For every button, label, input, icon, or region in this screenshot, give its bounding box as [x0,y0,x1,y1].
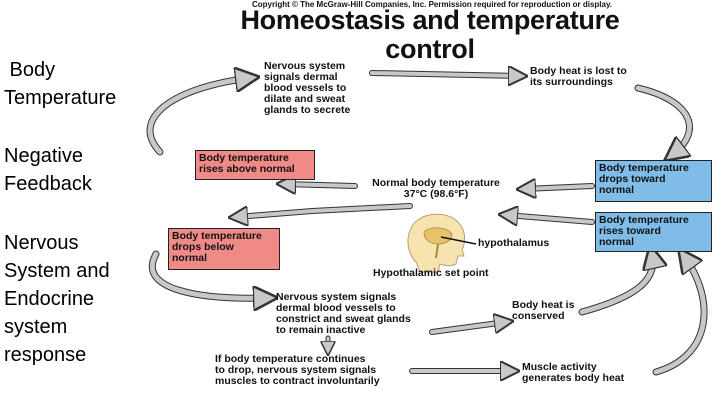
normal-body-temperature-text: Normal body temperature 37°C (98.6°F) [372,177,500,200]
side-label-response: Nervous System and Endocrine system resp… [4,232,110,366]
heat-conserved-text: Body heat is conserved [512,299,575,322]
rises-above-normal-box: Body temperature rises above normal [195,150,315,180]
side-label-negative-feedback: Negative Feedback [4,145,92,195]
hypothalamic-set-point-label: Hypothalamic set point [373,267,489,279]
title-line-1: Homeostasis and temperature [240,5,620,35]
rises-toward-normal-box: Body temperature rises toward normal [595,212,712,252]
copyright-notice: Copyright © The McGraw-Hill Companies, I… [252,0,613,9]
slide-title: Homeostasis and temperature control [190,6,670,64]
vasoconstriction-text: Nervous system signals dermal blood vess… [276,291,411,336]
drops-toward-normal-box: Body temperature drops toward normal [595,160,712,202]
title-line-2: control [385,34,475,64]
drops-below-normal-box: Body temperature drops below normal [168,228,280,270]
vasodilation-text: Nervous system signals dermal blood vess… [264,60,351,116]
side-label-body-temperature: Body Temperature [4,59,117,109]
head-icon [407,213,477,273]
shivering-text: If body temperature continues to drop, n… [215,353,380,387]
heat-lost-text: Body heat is lost to its surroundings [530,65,627,88]
hypothalamus-label: hypothalamus [478,237,550,249]
muscle-heat-text: Muscle activity generates body heat [522,361,625,384]
